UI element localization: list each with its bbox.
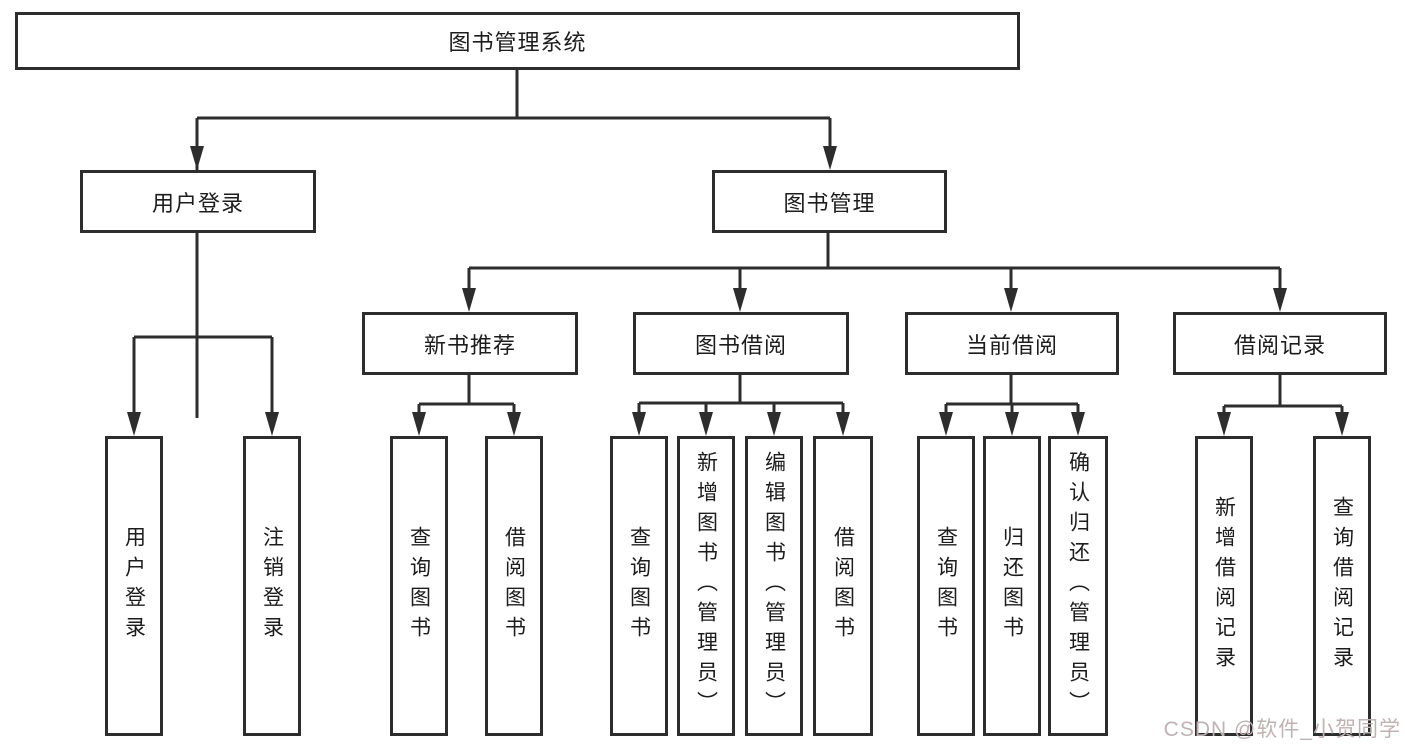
leaf-user-login: 用户登录 [105, 436, 163, 736]
leaf-borrow-query-books-label: 查询图书 [627, 526, 651, 646]
leaf-add-borrow-record-label: 新增借阅记录 [1212, 496, 1236, 676]
node-root-label: 图书管理系统 [448, 30, 587, 55]
leaf-user-login-label: 用户登录 [122, 526, 146, 646]
leaf-return-books-label: 归还图书 [1000, 526, 1024, 646]
leaf-edit-books-admin: 编辑图书（管理员） [745, 436, 803, 736]
arrowhead [733, 288, 747, 312]
arrowhead [462, 288, 476, 312]
node-current-borrow-label: 当前借阅 [965, 332, 1058, 358]
leaf-query-borrow-record-label: 查询借阅记录 [1330, 496, 1354, 676]
connector-current-borrow-to-children [939, 375, 1085, 436]
arrowhead [1273, 288, 1287, 312]
node-borrow-records: 借阅记录 [1173, 312, 1387, 375]
node-root: 图书管理系统 [15, 12, 1020, 70]
arrowhead [836, 412, 850, 436]
arrowhead [1004, 288, 1018, 312]
leaf-add-borrow-record: 新增借阅记录 [1195, 436, 1253, 736]
arrowhead [1005, 412, 1019, 436]
csdn-watermark: CSDN @软件_小贺同学 [1163, 718, 1401, 741]
node-book-management-label: 图书管理 [783, 190, 876, 216]
node-book-borrow-label: 图书借阅 [694, 332, 787, 358]
arrowhead [127, 412, 141, 436]
node-new-book-recommend: 新书推荐 [362, 312, 578, 375]
connector-book-borrow-to-children [632, 375, 850, 436]
arrowhead [632, 412, 646, 436]
arrowhead [412, 412, 426, 436]
node-current-borrow: 当前借阅 [905, 312, 1119, 375]
connector-new-book-recommend-to-children [412, 375, 521, 436]
leaf-borrow-books-label: 借阅图书 [831, 526, 855, 646]
arrowhead [190, 146, 204, 170]
arrowhead [699, 412, 713, 436]
leaf-add-books-admin: 新增图书（管理员） [677, 436, 735, 736]
leaf-add-books-admin-label: 新增图书（管理员） [694, 451, 718, 721]
node-book-borrow: 图书借阅 [633, 312, 849, 375]
arrowhead [823, 146, 837, 170]
node-user-login-label: 用户登录 [151, 190, 244, 216]
arrowhead [265, 412, 279, 436]
connector-book-management-to-level3 [462, 233, 1287, 312]
connector-user-login-to-children [127, 233, 279, 436]
leaf-recommend-query-books: 查询图书 [390, 436, 448, 736]
arrowhead [507, 412, 521, 436]
leaf-confirm-return-admin-label: 确认归还（管理员） [1066, 451, 1090, 721]
leaf-borrow-query-books: 查询图书 [610, 436, 668, 736]
node-user-login: 用户登录 [80, 170, 316, 233]
leaf-borrow-books: 借阅图书 [813, 436, 873, 736]
leaf-recommend-query-books-label: 查询图书 [407, 526, 431, 646]
leaf-logout-label: 注销登录 [260, 526, 284, 646]
leaf-edit-books-admin-label: 编辑图书（管理员） [762, 451, 786, 721]
node-borrow-records-label: 借阅记录 [1233, 332, 1326, 358]
node-new-book-recommend-label: 新书推荐 [423, 332, 516, 358]
leaf-current-query-books-label: 查询图书 [934, 526, 958, 646]
arrowhead [1071, 412, 1085, 436]
leaf-return-books: 归还图书 [983, 436, 1041, 736]
leaf-logout: 注销登录 [243, 436, 301, 736]
connector-borrow-records-to-children [1217, 375, 1349, 436]
arrowhead [939, 412, 953, 436]
arrowhead [1335, 412, 1349, 436]
connector-root-to-level2 [190, 70, 837, 418]
leaf-query-borrow-record: 查询借阅记录 [1313, 436, 1371, 736]
leaf-confirm-return-admin: 确认归还（管理员） [1048, 436, 1108, 736]
leaf-current-query-books: 查询图书 [917, 436, 975, 736]
arrowhead [767, 412, 781, 436]
leaf-recommend-borrow-books: 借阅图书 [485, 436, 543, 736]
node-book-management: 图书管理 [712, 170, 947, 233]
arrowhead [1217, 412, 1231, 436]
leaf-recommend-borrow-books-label: 借阅图书 [502, 526, 526, 646]
